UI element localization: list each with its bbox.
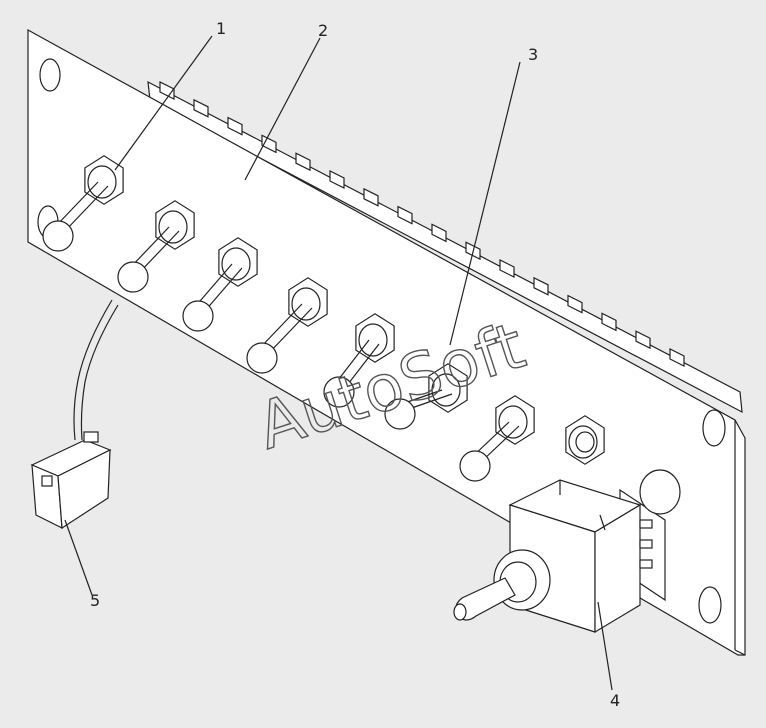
large-toggle-switch bbox=[453, 469, 681, 634]
toggle-switch bbox=[565, 415, 605, 465]
bushing bbox=[87, 165, 117, 199]
toggle-switch bbox=[246, 277, 328, 374]
terminal-tab bbox=[567, 294, 583, 314]
mounting-slot-top-left bbox=[39, 58, 61, 92]
lever-ball-tip bbox=[182, 300, 214, 332]
terminal-tab bbox=[669, 348, 685, 367]
lever-edge bbox=[257, 303, 303, 351]
lever-edge bbox=[203, 267, 243, 313]
lever-ball-tip bbox=[459, 450, 491, 482]
rear-terminal-strip bbox=[147, 80, 743, 414]
lever-ball-tip bbox=[117, 261, 149, 293]
lever-edge bbox=[480, 425, 520, 463]
lever-stub bbox=[575, 431, 595, 453]
callout-4: 4 bbox=[610, 691, 620, 710]
lever-ball-tip bbox=[323, 376, 355, 408]
terminal-tab bbox=[329, 170, 345, 189]
cable-connector bbox=[30, 299, 119, 530]
lever-edge bbox=[138, 230, 180, 274]
toggle-switch bbox=[459, 395, 535, 482]
terminal-tab bbox=[499, 259, 515, 278]
toggle-switch bbox=[323, 313, 395, 408]
bushing bbox=[158, 210, 188, 244]
bushing bbox=[291, 287, 321, 321]
lever-edge bbox=[267, 307, 313, 355]
terminal-tab bbox=[601, 312, 617, 332]
mounting-slot-top-right bbox=[702, 409, 726, 447]
callout-2: 2 bbox=[318, 21, 328, 40]
toggle-switch bbox=[384, 363, 468, 430]
terminal-tab bbox=[533, 276, 549, 296]
terminal-tab bbox=[193, 98, 209, 118]
terminal-tab bbox=[295, 152, 311, 172]
callout-5: 5 bbox=[90, 591, 100, 610]
bushing bbox=[498, 405, 528, 439]
toggle-switch bbox=[117, 200, 195, 293]
callout-1: 1 bbox=[216, 19, 226, 38]
lever-ball-tip bbox=[246, 342, 278, 374]
mounting-slot-bottom-right bbox=[698, 586, 722, 624]
terminal-tab bbox=[261, 134, 277, 154]
callout-3: 3 bbox=[528, 45, 538, 64]
lever-edge bbox=[63, 185, 109, 233]
toggle-switch bbox=[182, 237, 258, 332]
toggle-switch-row bbox=[42, 155, 605, 482]
bushing bbox=[221, 247, 251, 281]
lever-ball-tip bbox=[384, 398, 416, 430]
terminal-tab bbox=[363, 187, 379, 207]
leader-lines bbox=[64, 35, 613, 691]
terminal-tab bbox=[431, 223, 447, 243]
callout-labels: 1 2 3 4 5 bbox=[90, 19, 620, 710]
bushing bbox=[358, 323, 388, 357]
lever-edge bbox=[344, 343, 380, 389]
toggle-switch bbox=[42, 155, 124, 252]
terminal-tab bbox=[227, 116, 243, 136]
terminal-tab bbox=[397, 205, 413, 225]
terminal-tab bbox=[635, 330, 651, 350]
lever-ball-tip bbox=[42, 220, 74, 252]
lever-edge bbox=[53, 181, 99, 229]
